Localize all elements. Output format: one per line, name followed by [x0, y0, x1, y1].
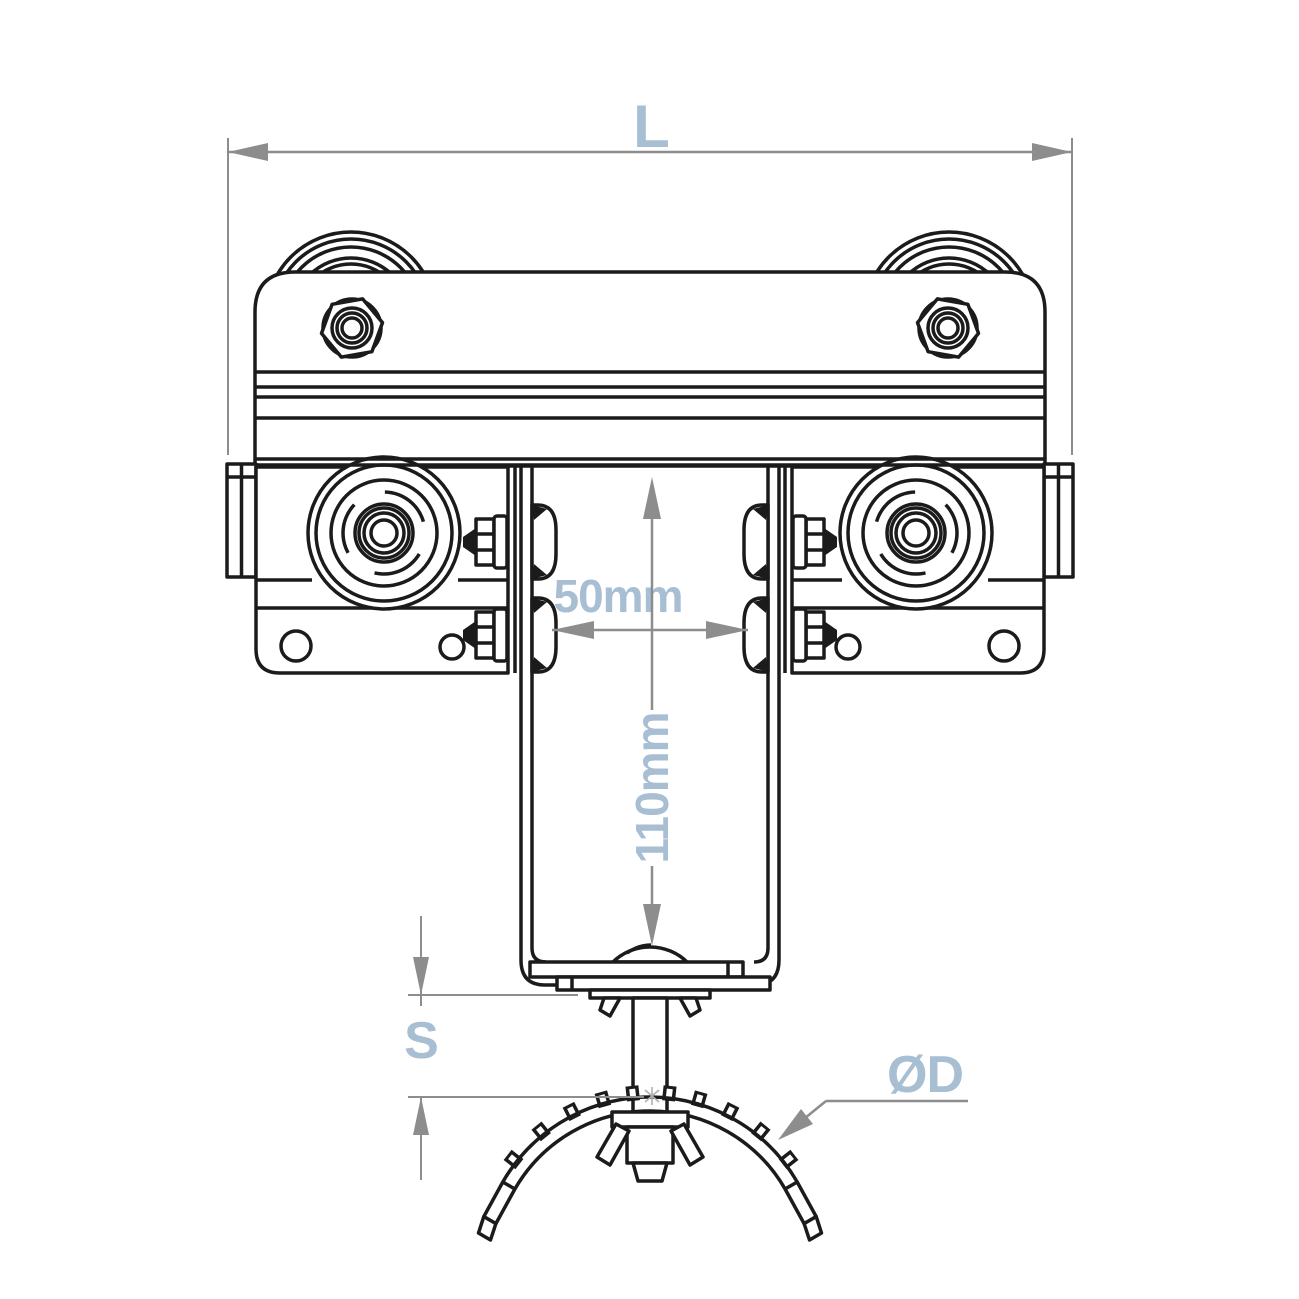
left-retainer-hook [598, 996, 622, 1018]
channel-bottom-assembly [528, 943, 772, 1018]
center-mark-icon [644, 1087, 660, 1105]
arrowhead-right-icon [1032, 143, 1072, 161]
ball-joint-dome [611, 945, 689, 964]
pipe-saddle [476, 1085, 824, 1242]
wing-nut [595, 1122, 705, 1183]
arrowhead-down-icon [413, 957, 429, 995]
saddle-collar [610, 1110, 690, 1129]
label-saddle-diameter: ØD [887, 1046, 963, 1104]
arrowhead-right-icon [706, 621, 748, 639]
trolley-body [253, 270, 1047, 468]
label-plate-gap: 50mm [554, 570, 683, 622]
dimension-drop-height: 110mm [626, 477, 678, 946]
dimension-overall-length: L [227, 93, 1073, 455]
lower-clamp-bar [555, 975, 772, 992]
body-extrusion-lines [255, 370, 1045, 467]
saddle-left-foot-tip [476, 1214, 498, 1242]
arrowhead-down-icon [643, 904, 661, 946]
wing-left [595, 1122, 631, 1167]
right-retainer-hook [678, 996, 702, 1018]
arrowhead-left-icon [228, 143, 268, 161]
dimension-saddle-stub: S [404, 916, 660, 1180]
label-overall-length: L [633, 93, 669, 160]
wing-right [669, 1122, 705, 1167]
saddle-right-foot-tip [802, 1214, 824, 1242]
arrowhead-leader-icon [778, 1109, 813, 1140]
arrowhead-left-icon [552, 621, 594, 639]
label-drop-height: 110mm [626, 712, 678, 863]
upper-clamp-bar [528, 960, 745, 979]
label-saddle-stub: S [404, 1012, 438, 1070]
dimension-saddle-diameter: ØD [778, 1046, 968, 1140]
dimension-plate-gap: 50mm [552, 570, 748, 639]
arrowhead-up-icon [643, 477, 661, 519]
rod-tip [631, 1161, 669, 1183]
